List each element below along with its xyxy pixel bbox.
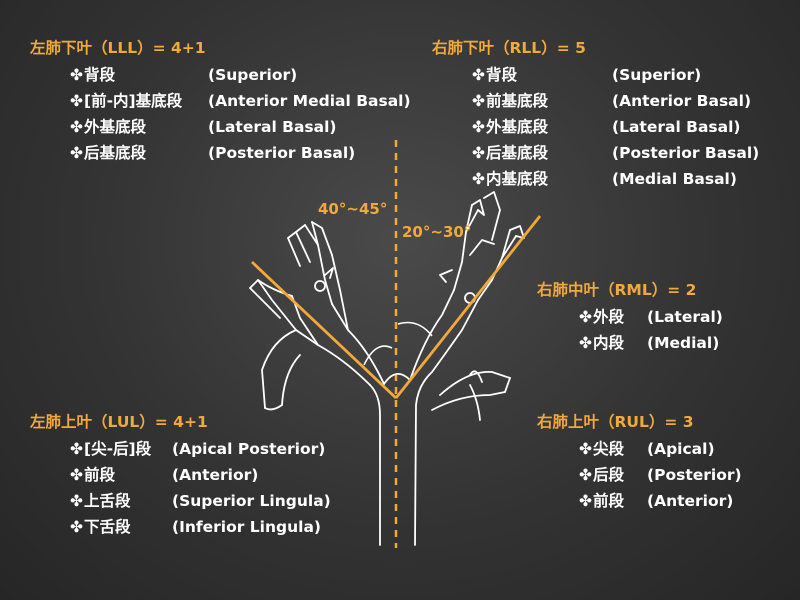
cross-bullet-icon: ✤ — [472, 66, 485, 84]
segment-en: (Superior) — [612, 66, 702, 84]
segment-cn: 背段 — [84, 66, 116, 84]
list-item: ✤外段 (Lateral) — [579, 304, 723, 330]
segment-cn: 内基底段 — [486, 170, 549, 188]
list-item: ✤尖段 (Apical) — [579, 436, 715, 462]
rll-block: 右肺下叶（RLL）= 5 ✤背段 (Superior) ✤前基底段 (Anter… — [432, 38, 759, 192]
list-item: ✤背段 (Superior) — [70, 62, 297, 88]
list-item: ✤内基底段 (Medial Basal) — [472, 166, 737, 192]
cross-bullet-icon: ✤ — [70, 518, 83, 536]
lul-heading: 左肺上叶（LUL）= 4+1 — [30, 413, 208, 431]
segment-en: (Medial) — [647, 334, 720, 352]
list-item: ✤后基底段 (Posterior Basal) — [472, 140, 759, 166]
segment-en: (Lateral Basal) — [612, 118, 741, 136]
cross-bullet-icon: ✤ — [579, 492, 592, 510]
right-angle-label: 20°~30° — [402, 223, 472, 241]
segment-cn: 前基底段 — [486, 92, 549, 110]
lll-block: 左肺下叶（LLL）= 4+1 ✤背段 (Superior) ✤[前-内]基底段 … — [30, 38, 411, 166]
cross-bullet-icon: ✤ — [70, 440, 83, 458]
list-item: ✤下舌段 (Inferior Lingula) — [70, 514, 321, 540]
cross-bullet-icon: ✤ — [472, 144, 485, 162]
cross-bullet-icon: ✤ — [579, 308, 592, 326]
segment-cn: 背段 — [486, 66, 518, 84]
cross-bullet-icon: ✤ — [579, 334, 592, 352]
rml-heading: 右肺中叶（RML）= 2 — [537, 281, 697, 299]
rll-heading: 右肺下叶（RLL）= 5 — [432, 39, 586, 57]
cross-bullet-icon: ✤ — [472, 118, 485, 136]
list-item: ✤后基底段 (Posterior Basal) — [70, 140, 355, 166]
cross-bullet-icon: ✤ — [579, 440, 592, 458]
list-item: ✤前段 (Anterior) — [70, 462, 258, 488]
cross-bullet-icon: ✤ — [70, 144, 83, 162]
list-item: ✤后段 (Posterior) — [579, 462, 742, 488]
segment-cn: 后基底段 — [84, 144, 147, 162]
cross-bullet-icon: ✤ — [70, 92, 83, 110]
left-angle-label: 40°~45° — [318, 200, 388, 218]
cross-bullet-icon: ✤ — [472, 92, 485, 110]
list-item: ✤外基底段 (Lateral Basal) — [70, 114, 337, 140]
cross-bullet-icon: ✤ — [579, 466, 592, 484]
list-item: ✤前基底段 (Anterior Basal) — [472, 88, 751, 114]
cross-bullet-icon: ✤ — [70, 492, 83, 510]
segment-cn: 前段 — [84, 466, 116, 484]
segment-cn: 外基底段 — [84, 118, 147, 136]
segment-en: (Lateral) — [647, 308, 723, 326]
segment-en: (Anterior) — [172, 466, 259, 484]
segment-cn: 上舌段 — [84, 492, 131, 510]
segment-en: (Lateral Basal) — [208, 118, 337, 136]
list-item: ✤上舌段 (Superior Lingula) — [70, 488, 331, 514]
segment-cn: 尖段 — [593, 440, 625, 458]
list-item: ✤外基底段 (Lateral Basal) — [472, 114, 741, 140]
rml-block: 右肺中叶（RML）= 2 ✤外段 (Lateral) ✤内段 (Medial) — [537, 280, 723, 356]
segment-en: (Apical Posterior) — [172, 440, 326, 458]
segment-cn: [尖-后]段 — [84, 440, 152, 458]
segment-en: (Superior) — [208, 66, 298, 84]
segment-en: (Anterior) — [647, 492, 734, 510]
segment-en: (Anterior Basal) — [612, 92, 752, 110]
left-angle-line — [251, 260, 397, 400]
cross-bullet-icon: ✤ — [70, 466, 83, 484]
segment-en: (Posterior) — [647, 466, 742, 484]
list-item: ✤内段 (Medial) — [579, 330, 719, 356]
lul-block: 左肺上叶（LUL）= 4+1 ✤[尖-后]段 (Apical Posterior… — [30, 412, 331, 540]
segment-en: (Anterior Medial Basal) — [208, 92, 411, 110]
right-angle-line — [394, 215, 542, 399]
list-item: ✤[前-内]基底段 (Anterior Medial Basal) — [70, 88, 411, 114]
segment-cn: 后基底段 — [486, 144, 549, 162]
segment-cn: 后段 — [593, 466, 625, 484]
list-item: ✤背段 (Superior) — [472, 62, 701, 88]
cross-bullet-icon: ✤ — [70, 118, 83, 136]
segment-cn: 下舌段 — [84, 518, 131, 536]
segment-cn: 外基底段 — [486, 118, 549, 136]
cross-bullet-icon: ✤ — [472, 170, 485, 188]
segment-en: (Posterior Basal) — [612, 144, 760, 162]
lll-heading: 左肺下叶（LLL）= 4+1 — [30, 39, 206, 57]
segment-cn: [前-内]基底段 — [84, 92, 183, 110]
segment-cn: 前段 — [593, 492, 625, 510]
segment-en: (Apical) — [647, 440, 715, 458]
segment-en: (Superior Lingula) — [172, 492, 331, 510]
rul-heading: 右肺上叶（RUL）= 3 — [537, 413, 694, 431]
segment-cn: 外段 — [593, 308, 625, 326]
right-angle-arc — [397, 321, 433, 337]
list-item: ✤前段 (Anterior) — [579, 488, 733, 514]
segment-en: (Inferior Lingula) — [172, 518, 321, 536]
cross-bullet-icon: ✤ — [70, 66, 83, 84]
segment-en: (Medial Basal) — [612, 170, 737, 188]
rul-block: 右肺上叶（RUL）= 3 ✤尖段 (Apical) ✤后段 (Posterior… — [537, 412, 742, 514]
left-angle-arc — [363, 345, 393, 366]
segment-en: (Posterior Basal) — [208, 144, 356, 162]
segment-cn: 内段 — [593, 334, 625, 352]
list-item: ✤[尖-后]段 (Apical Posterior) — [70, 436, 325, 462]
